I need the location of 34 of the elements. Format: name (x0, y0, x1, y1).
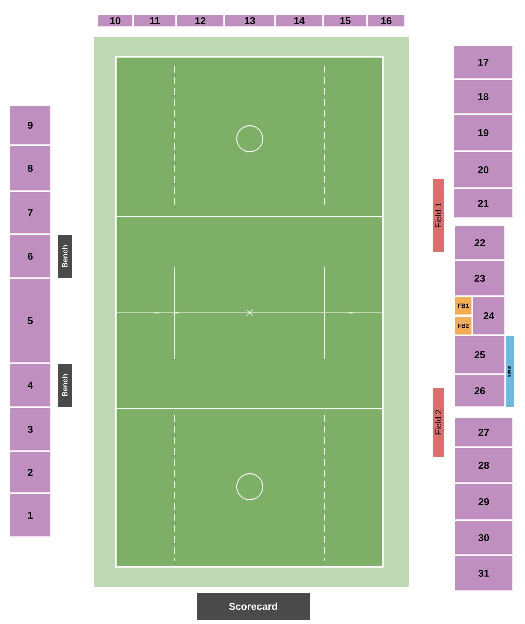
section-box: 2 (10, 452, 52, 494)
field-sign: Field 2 (433, 388, 444, 457)
section-box: 22 (454, 226, 506, 260)
section-box: 21 (454, 188, 514, 218)
field-sign: Field 1 (433, 179, 444, 252)
section-box: 1 (10, 494, 52, 538)
section-box: 24 (472, 296, 506, 336)
section-box: 4 (10, 364, 52, 408)
section-box: 8 (10, 146, 52, 192)
section-box: 26 (454, 374, 506, 408)
scorecard-sign: Scorecard (197, 593, 310, 620)
section-box: 3 (10, 408, 52, 452)
section-box: 6 (10, 234, 52, 278)
section-box: 31 (454, 556, 514, 592)
section-box: 13 (224, 14, 276, 28)
section-box: 5 (10, 278, 52, 364)
section-box: 27 (454, 418, 514, 448)
section-box: 20 (454, 152, 514, 188)
section-box: 25 (454, 336, 506, 374)
section-box: 30 (454, 520, 514, 556)
section-box: 12 (176, 14, 224, 28)
section-box: 17 (454, 46, 514, 80)
section-box: 28 (454, 448, 514, 484)
section-box: 14 (276, 14, 324, 28)
section-box: 7 (10, 192, 52, 234)
section-box: 16 (368, 14, 406, 28)
section-box: 19 (454, 114, 514, 152)
section-box: 29 (454, 484, 514, 520)
section-box: 9 (10, 106, 52, 146)
section-box: 23 (454, 260, 506, 296)
section-box: 11 (134, 14, 176, 28)
section-box: 15 (324, 14, 368, 28)
section-box: 10 (98, 14, 134, 28)
section-box: 18 (454, 80, 514, 114)
